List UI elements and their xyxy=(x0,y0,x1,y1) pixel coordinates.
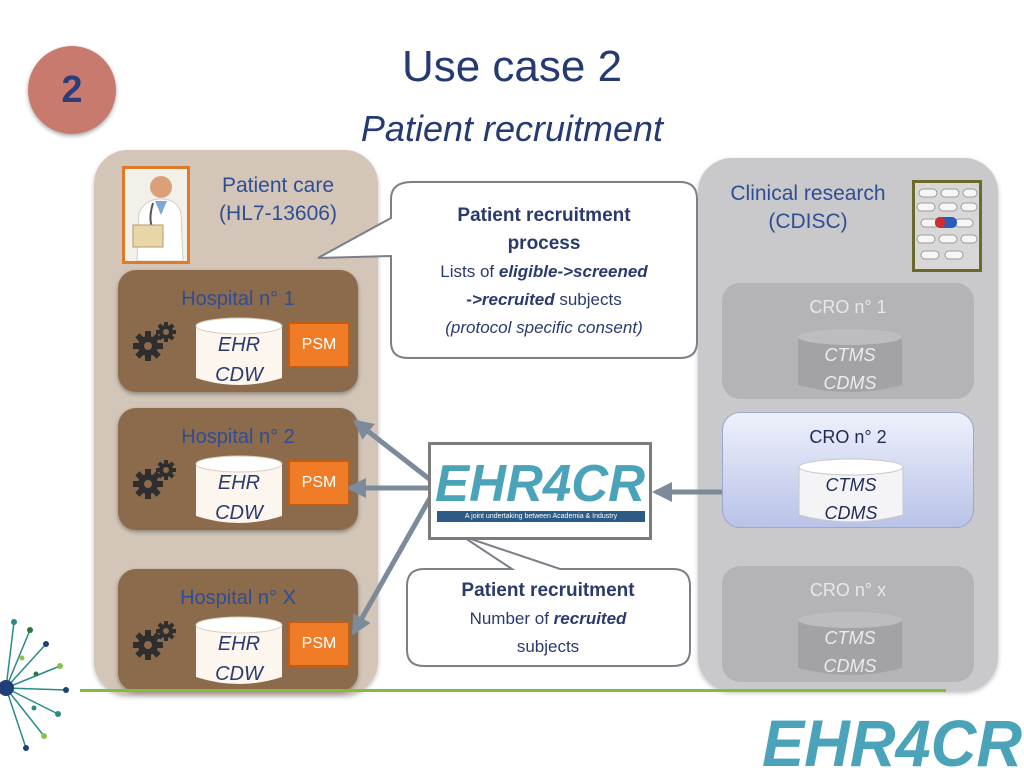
hospital-label: Hospital n° 2 xyxy=(181,426,295,448)
patient-care-heading: Patient care (HL7-13606) xyxy=(200,172,356,228)
cro-box: CRO n° 1 CTMS CDMS xyxy=(722,283,974,399)
top-callout-line4-suffix: subjects xyxy=(554,290,622,309)
bottom-callout-title: Patient recruitment xyxy=(461,580,635,601)
ehr-cdw-database: EHR CDW xyxy=(194,316,284,388)
db-line1: CTMS xyxy=(825,475,877,495)
hospital-box: Hospital n° 1 EHR CDW PSM xyxy=(118,270,358,392)
arrow-hospitalx xyxy=(351,479,447,636)
db-line2: CDMS xyxy=(823,656,877,676)
corner-logo-text: EHR4CR xyxy=(762,706,1022,768)
top-callout-line3-prefix: Lists of xyxy=(440,262,499,281)
top-callout-line4-emph: ->recruited xyxy=(466,290,555,309)
hospital-label: Hospital n° X xyxy=(180,587,296,609)
patient-care-heading-line1: Patient care xyxy=(221,174,335,197)
top-callout-shape xyxy=(317,181,698,359)
db-line1: EHR xyxy=(217,334,261,356)
db-line2: CDW xyxy=(215,364,263,386)
arrow-hospital2-top xyxy=(352,419,447,496)
ehr4cr-corner-logo: EHR4CR xyxy=(762,706,1022,768)
db-line2: CDW xyxy=(215,663,263,685)
ehr4cr-center-logo: EHR4CR A joint undertaking between Acade… xyxy=(428,442,652,540)
gears-icon xyxy=(133,322,176,361)
db-line2: CDMS xyxy=(823,373,877,393)
slide-title: Use case 2 xyxy=(401,42,623,91)
decorative-burst-icon xyxy=(0,619,69,751)
db-line2: CDMS xyxy=(824,503,878,523)
top-callout-line5: (protocol specific consent) xyxy=(445,318,643,337)
slide-subtitle: Patient recruitment xyxy=(360,108,664,149)
ctms-cdms-database: CTMS CDMS xyxy=(797,457,905,525)
doctor-image xyxy=(122,166,190,264)
psm-box: PSM xyxy=(288,621,350,667)
clinical-research-heading: Clinical research (CDISC) xyxy=(716,180,900,236)
hospital-label: Hospital n° 1 xyxy=(181,288,295,310)
ctms-cdms-database: CTMS CDMS xyxy=(796,327,904,395)
patient-care-heading-line2: (HL7-13606) xyxy=(219,202,337,225)
cro-label: CRO n° 1 xyxy=(809,297,887,317)
clinical-research-heading-line1: Clinical research xyxy=(730,182,886,205)
db-line1: CTMS xyxy=(824,628,876,648)
cro-label: CRO n° x xyxy=(809,580,887,600)
bottom-callout-text: Patient recruitment Number of recruited … xyxy=(410,577,686,661)
bottom-callout-line2-prefix: Number of xyxy=(469,609,554,628)
bottom-callout-line3: subjects xyxy=(516,637,580,656)
ehr-cdw-database: EHR CDW xyxy=(194,615,284,687)
db-line1: EHR xyxy=(217,633,261,655)
center-logo-text: EHR4CR xyxy=(435,455,645,509)
cro-box-active: CRO n° 2 CTMS CDMS xyxy=(722,412,974,528)
cro-box: CRO n° x CTMS CDMS xyxy=(722,566,974,682)
gears-icon xyxy=(133,621,176,660)
pills-image xyxy=(912,180,982,272)
top-callout-title2: process xyxy=(507,233,581,254)
psm-box: PSM xyxy=(288,460,350,506)
db-line2: CDW xyxy=(215,502,263,524)
hospital-box: Hospital n° 2 EHR CDW PSM xyxy=(118,408,358,530)
gears-icon xyxy=(133,460,176,499)
slide-number: 2 xyxy=(61,68,83,111)
slide-number-badge: 2 xyxy=(28,46,116,134)
hospital-box: Hospital n° X EHR CDW PSM xyxy=(118,569,358,691)
top-callout-title1: Patient recruitment xyxy=(457,205,631,226)
psm-box: PSM xyxy=(288,322,350,368)
center-logo-tagline: A joint undertaking between Academia & I… xyxy=(437,511,645,522)
top-callout-line3-emph: eligible->screened xyxy=(498,262,648,281)
top-callout-text: Patient recruitment process Lists of eli… xyxy=(398,202,690,342)
ehr-cdw-database: EHR CDW xyxy=(194,454,284,526)
cro-label: CRO n° 2 xyxy=(809,427,887,447)
db-line1: CTMS xyxy=(824,345,876,365)
ctms-cdms-database: CTMS CDMS xyxy=(796,610,904,678)
clinical-research-heading-line2: (CDISC) xyxy=(768,210,848,233)
bottom-callout-line2-emph: recruited xyxy=(553,609,627,628)
footer-divider xyxy=(80,689,946,692)
db-line1: EHR xyxy=(217,472,261,494)
